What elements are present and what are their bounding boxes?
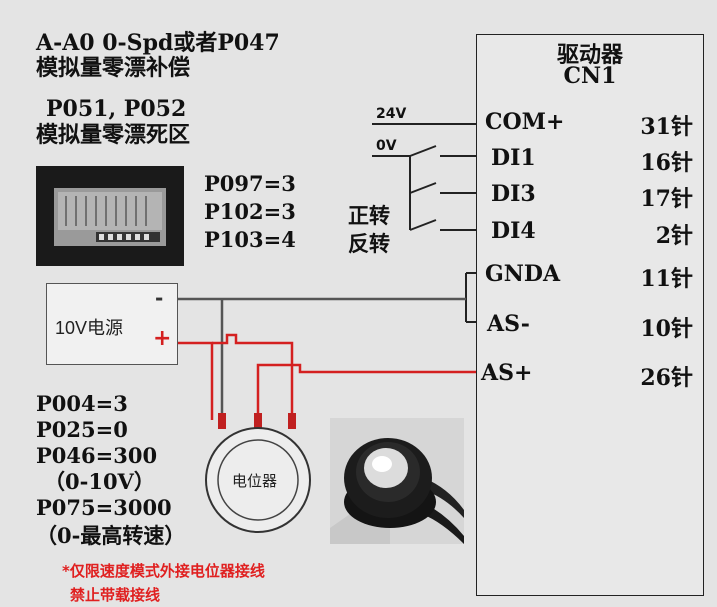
potentiometer-inner bbox=[217, 439, 299, 521]
label-forward: 正转 bbox=[348, 203, 390, 228]
pin-di4-number: 2针 bbox=[655, 223, 693, 249]
pin-di3: DI3 bbox=[491, 181, 536, 207]
switch-di4 bbox=[409, 219, 437, 231]
switch-di1 bbox=[409, 145, 437, 157]
label-0v: 0V bbox=[376, 138, 397, 154]
driver-title: 驱动器 bbox=[556, 42, 623, 68]
param-p025: P025=0 bbox=[36, 417, 128, 442]
wire-as-plus bbox=[256, 363, 486, 420]
param-p004: P004=3 bbox=[36, 391, 128, 416]
note-dead-zone: 模拟量零漂死区 bbox=[36, 122, 191, 148]
power-supply-photo bbox=[36, 166, 184, 266]
pin-as-plus-number: 26针 bbox=[640, 365, 693, 391]
pin-as-minus: AS- bbox=[487, 311, 530, 337]
pin-gnda: GNDA bbox=[485, 261, 561, 287]
driver-box: 驱动器 CN1 COM+ 31针 DI1 16针 DI3 17针 DI4 2针 … bbox=[476, 34, 704, 596]
pot-pin-3 bbox=[288, 413, 296, 429]
potentiometer-label: 电位器 bbox=[232, 473, 278, 490]
pin-di4: DI4 bbox=[491, 218, 536, 244]
driver-connector: CN1 bbox=[563, 63, 617, 89]
param-p097: P097=3 bbox=[204, 171, 296, 196]
note-zero-drift: A-A0 0-Spd或者P047 bbox=[36, 30, 280, 56]
potentiometer-symbol bbox=[205, 427, 311, 533]
pot-pin-1 bbox=[218, 413, 226, 429]
psu-10v-box: 10V电源 - + bbox=[46, 283, 178, 365]
knob-photo bbox=[330, 418, 464, 544]
pin-di1-number: 16针 bbox=[640, 150, 693, 176]
pin-gnda-number: 11针 bbox=[640, 266, 693, 292]
param-p103: P103=4 bbox=[204, 227, 296, 252]
pot-pin-2 bbox=[254, 413, 262, 429]
label-reverse: 反转 bbox=[348, 231, 390, 256]
param-p046-range: （0-10V） bbox=[44, 469, 155, 494]
pin-com-plus-number: 31针 bbox=[640, 114, 693, 140]
note-dead-zone-params: P051, P052 bbox=[46, 96, 187, 122]
param-p075: P075=3000 bbox=[36, 495, 172, 520]
pin-as-minus-number: 10针 bbox=[640, 316, 693, 342]
param-p046: P046=300 bbox=[36, 443, 158, 468]
psu-plus-sign: + bbox=[153, 326, 172, 351]
param-p075-range: （0-最高转速） bbox=[36, 523, 186, 548]
param-p102: P102=3 bbox=[204, 199, 296, 224]
switch-di3 bbox=[409, 182, 437, 194]
note-zero-drift-comp: 模拟量零漂补偿 bbox=[36, 55, 191, 81]
wire-plus-jump bbox=[212, 333, 294, 365]
psu-10v-label: 10V电源 bbox=[55, 318, 124, 338]
pin-di3-number: 17针 bbox=[640, 186, 693, 212]
pin-com-plus: COM+ bbox=[485, 109, 565, 135]
pin-di1: DI1 bbox=[491, 145, 536, 171]
label-24v: 24V bbox=[376, 106, 407, 122]
wire-plus bbox=[178, 341, 214, 420]
warning-line-2: 禁止带载接线 bbox=[70, 586, 161, 604]
psu-minus-sign: - bbox=[155, 286, 164, 310]
pin-as-plus: AS+ bbox=[481, 360, 533, 386]
warning-line-1: *仅限速度模式外接电位器接线 bbox=[62, 562, 265, 580]
